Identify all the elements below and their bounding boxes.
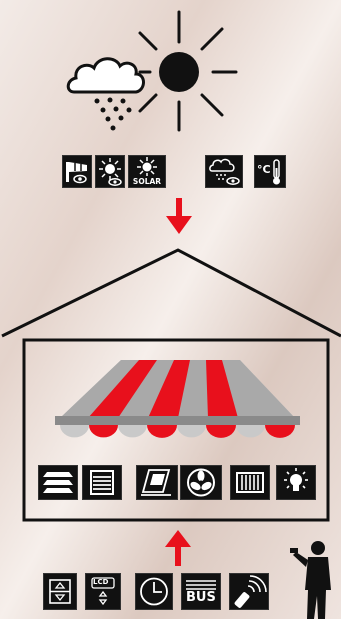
- clock-timer-icon: [135, 573, 173, 610]
- roller-shutter-icon: [82, 465, 122, 500]
- bus-label: BUS: [186, 590, 216, 605]
- light-icon: [276, 465, 316, 500]
- wind-sensor-icon: [62, 155, 92, 188]
- heater-icon: [230, 465, 270, 500]
- solar-label: SOLAR: [130, 177, 164, 186]
- up-down-switch-icon: [43, 573, 77, 610]
- lcd-label: LCD: [93, 578, 108, 586]
- sun-sensor-icon: [95, 155, 125, 188]
- window-icon: [136, 465, 178, 500]
- temperature-label: °C: [257, 163, 271, 176]
- remote-control-icon: [229, 573, 269, 610]
- rain-sensor-icon: [205, 155, 243, 188]
- awning-icon: [38, 465, 78, 500]
- fan-icon: [180, 465, 222, 500]
